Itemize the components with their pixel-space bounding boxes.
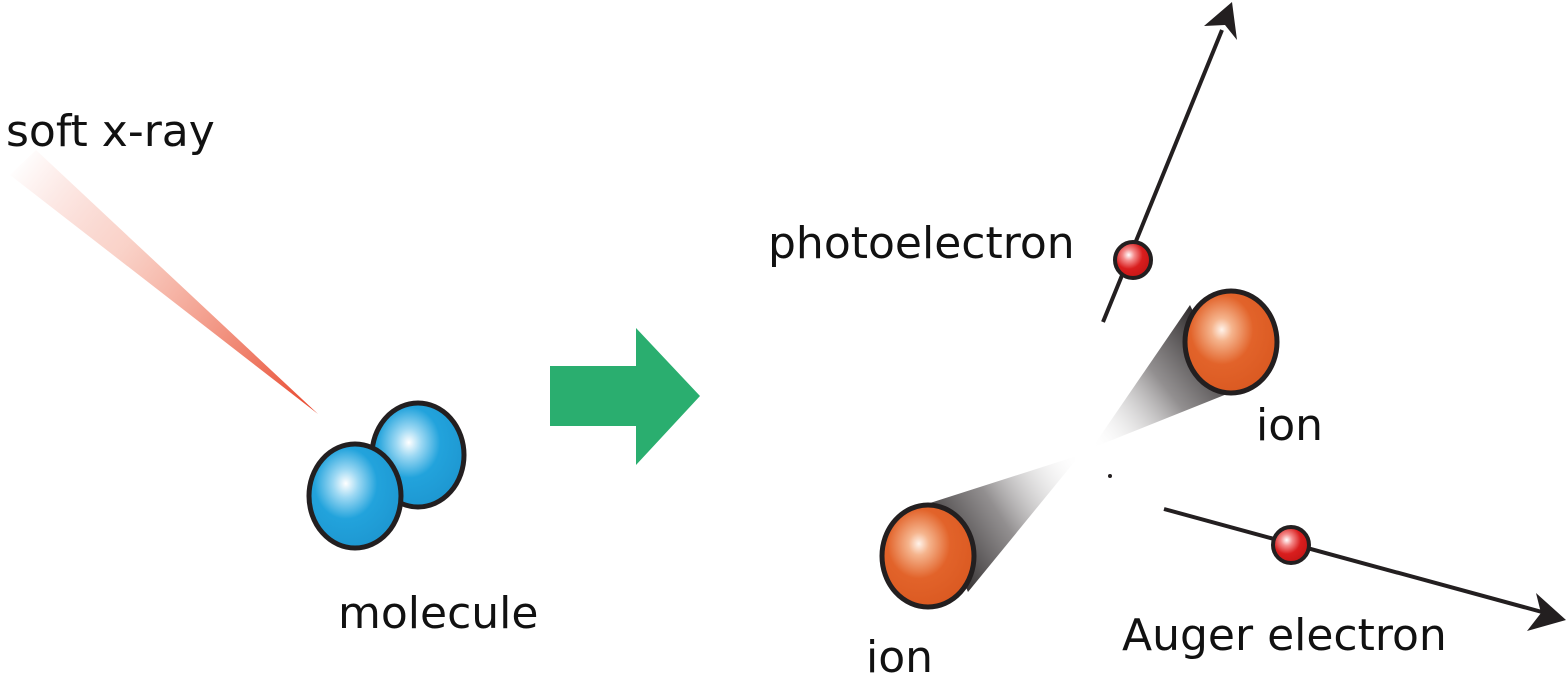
- soft-xray-label: soft x-ray: [6, 106, 215, 157]
- auger-electron-label: Auger electron: [1122, 610, 1447, 661]
- ion-upper-label: ion: [1256, 400, 1323, 451]
- molecule-label: molecule: [338, 588, 538, 639]
- photoelectron: [1113, 240, 1153, 280]
- auger-electron: [1271, 525, 1311, 565]
- molecule: [306, 400, 467, 551]
- ion-lower: [879, 502, 977, 610]
- molecule-atom-front: [306, 441, 404, 551]
- auger-electron-trajectory: [1163, 507, 1566, 631]
- right-arrow-icon: [550, 328, 700, 465]
- photoelectron-arrowhead: [1204, 2, 1237, 40]
- auger-arrowhead: [1527, 593, 1566, 631]
- ion-lower-label: ion: [866, 632, 933, 683]
- center-dot: [1108, 474, 1112, 478]
- xray-beam: [10, 150, 318, 414]
- ion-upper: [1182, 288, 1280, 396]
- photoelectron-label: photoelectron: [768, 218, 1075, 269]
